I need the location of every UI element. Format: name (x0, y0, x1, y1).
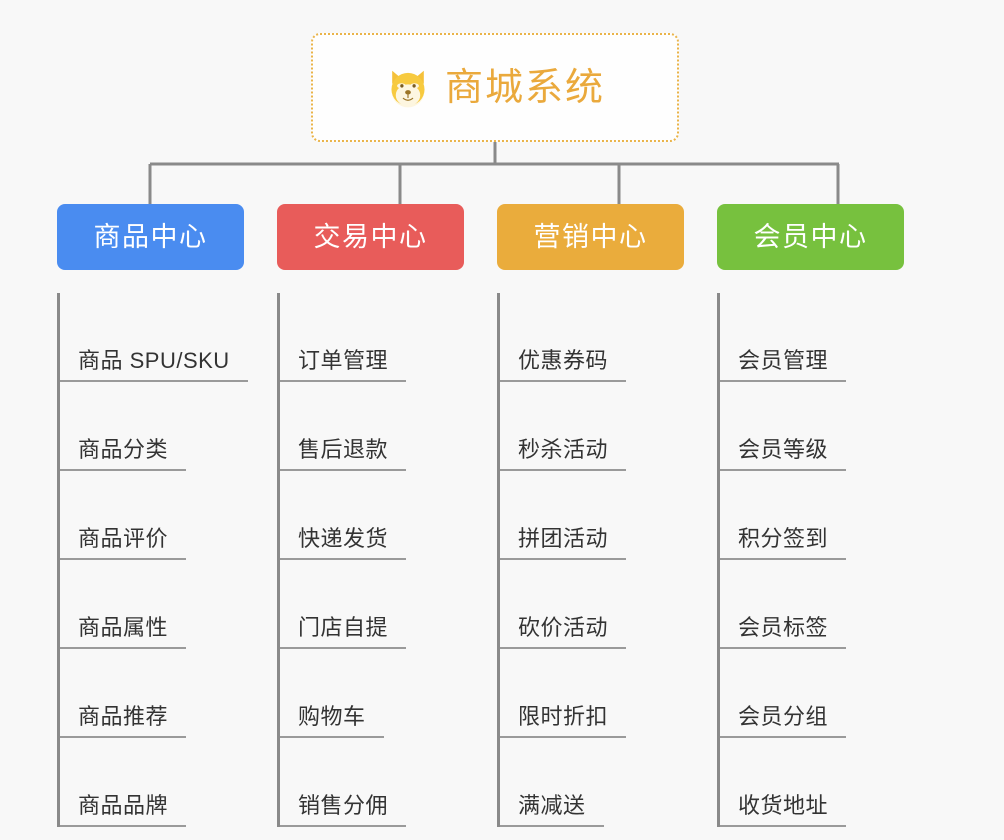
list-item-label: 商品评价 (60, 526, 187, 560)
list-item[interactable]: 积分签到 (720, 471, 937, 560)
list-item-label: 订单管理 (280, 348, 407, 382)
list-item[interactable]: 商品评价 (60, 471, 277, 560)
category-column-2: 营销中心 优惠券码 秒杀活动 拼团活动 砍价活动 限时折扣 满减送 (497, 204, 717, 827)
list-item[interactable]: 限时折扣 (500, 649, 717, 738)
list-item-label: 商品 SPU/SKU (60, 348, 248, 382)
list-item-label: 积分签到 (720, 526, 847, 560)
category-column-0: 商品中心 商品 SPU/SKU 商品分类 商品评价 商品属性 商品推荐 商品品牌 (57, 204, 277, 827)
list-item-label: 售后退款 (280, 437, 407, 471)
list-item[interactable]: 快递发货 (280, 471, 497, 560)
list-item-label: 商品属性 (60, 615, 187, 649)
category-header-0[interactable]: 商品中心 (57, 204, 244, 270)
list-item-label: 满减送 (500, 793, 604, 827)
list-item[interactable]: 商品 SPU/SKU (60, 293, 277, 382)
list-item[interactable]: 收货地址 (720, 738, 937, 827)
list-item[interactable]: 商品分类 (60, 382, 277, 471)
category-header-3[interactable]: 会员中心 (717, 204, 904, 270)
list-item-label: 限时折扣 (500, 704, 627, 738)
list-item[interactable]: 会员等级 (720, 382, 937, 471)
category-items-2: 优惠券码 秒杀活动 拼团活动 砍价活动 限时折扣 满减送 (497, 293, 717, 827)
dog-face-icon (385, 65, 431, 111)
list-item-label: 商品品牌 (60, 793, 187, 827)
list-item[interactable]: 商品品牌 (60, 738, 277, 827)
category-items-0: 商品 SPU/SKU 商品分类 商品评价 商品属性 商品推荐 商品品牌 (57, 293, 277, 827)
list-item[interactable]: 秒杀活动 (500, 382, 717, 471)
list-item-label: 会员标签 (720, 615, 847, 649)
category-column-3: 会员中心 会员管理 会员等级 积分签到 会员标签 会员分组 收货地址 (717, 204, 937, 827)
list-item[interactable]: 优惠券码 (500, 293, 717, 382)
category-header-1[interactable]: 交易中心 (277, 204, 464, 270)
list-item[interactable]: 拼团活动 (500, 471, 717, 560)
list-item[interactable]: 购物车 (280, 649, 497, 738)
list-item-label: 会员等级 (720, 437, 847, 471)
list-item-label: 商品分类 (60, 437, 187, 471)
list-item[interactable]: 商品属性 (60, 560, 277, 649)
list-item-label: 购物车 (280, 704, 384, 738)
list-item-label: 会员分组 (720, 704, 847, 738)
list-item[interactable]: 订单管理 (280, 293, 497, 382)
list-item[interactable]: 商品推荐 (60, 649, 277, 738)
list-item[interactable]: 销售分佣 (280, 738, 497, 827)
list-item-label: 砍价活动 (500, 615, 627, 649)
category-items-3: 会员管理 会员等级 积分签到 会员标签 会员分组 收货地址 (717, 293, 937, 827)
list-item-label: 优惠券码 (500, 348, 627, 382)
list-item[interactable]: 会员分组 (720, 649, 937, 738)
list-item-label: 秒杀活动 (500, 437, 627, 471)
list-item-label: 快递发货 (280, 526, 407, 560)
root-node[interactable]: 商城系统 (311, 33, 679, 142)
list-item[interactable]: 砍价活动 (500, 560, 717, 649)
list-item[interactable]: 满减送 (500, 738, 717, 827)
category-columns: 商品中心 商品 SPU/SKU 商品分类 商品评价 商品属性 商品推荐 商品品牌… (0, 204, 1004, 840)
list-item-label: 收货地址 (720, 793, 847, 827)
category-items-1: 订单管理 售后退款 快递发货 门店自提 购物车 销售分佣 (277, 293, 497, 827)
list-item-label: 商品推荐 (60, 704, 187, 738)
root-title: 商城系统 (444, 66, 605, 109)
category-column-1: 交易中心 订单管理 售后退款 快递发货 门店自提 购物车 销售分佣 (277, 204, 497, 827)
list-item[interactable]: 售后退款 (280, 382, 497, 471)
category-header-2[interactable]: 营销中心 (497, 204, 684, 270)
list-item[interactable]: 会员管理 (720, 293, 937, 382)
list-item-label: 拼团活动 (500, 526, 627, 560)
list-item-label: 销售分佣 (280, 793, 407, 827)
list-item[interactable]: 门店自提 (280, 560, 497, 649)
list-item-label: 门店自提 (280, 615, 407, 649)
list-item[interactable]: 会员标签 (720, 560, 937, 649)
list-item-label: 会员管理 (720, 348, 847, 382)
